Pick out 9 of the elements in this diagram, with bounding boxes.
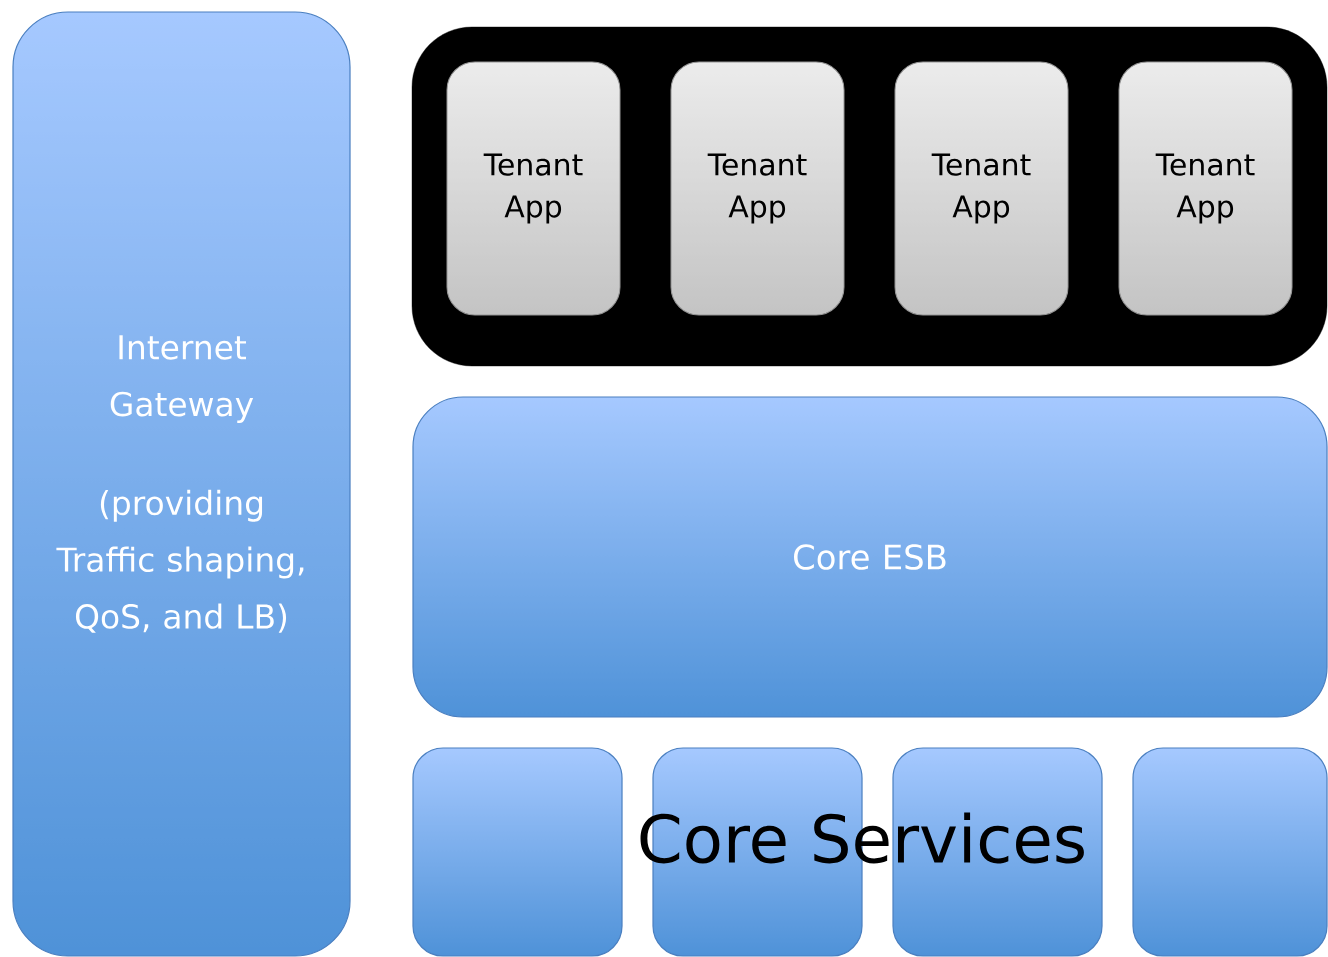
empty-box xyxy=(1132,747,1328,957)
heading-label: Core Services xyxy=(640,812,1084,864)
app-box: Tenant App xyxy=(670,61,845,316)
service-box: Internet Gateway (providing Traffic shaping, QoS, and LB) xyxy=(12,11,351,957)
app-box: Tenant App xyxy=(894,61,1069,316)
service-box: Core ESB xyxy=(412,396,1328,718)
empty-box xyxy=(412,747,623,957)
app-box: Tenant App xyxy=(1118,61,1293,316)
app-box: Tenant App xyxy=(446,61,621,316)
